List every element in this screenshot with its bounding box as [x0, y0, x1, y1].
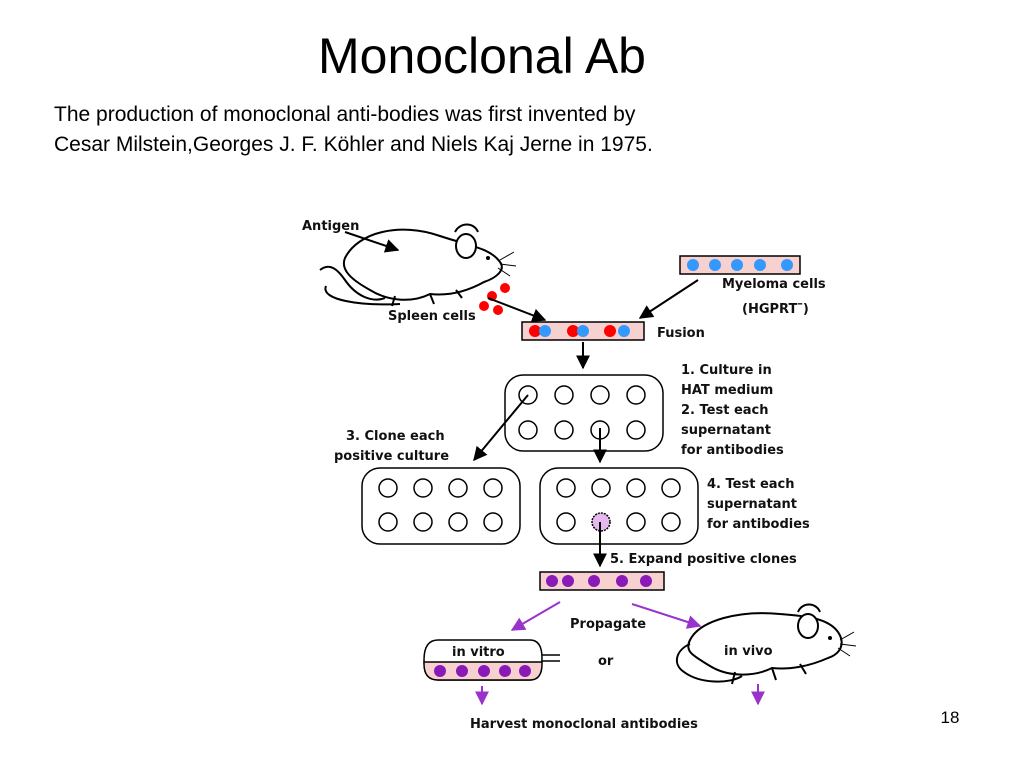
myeloma-tube: [679, 255, 801, 275]
mouse-icon: [319, 223, 517, 307]
step-3-text: 3. Clone each positive culture: [334, 429, 449, 464]
in-vivo-label: in vivo: [724, 644, 773, 659]
in-vitro-label: in vitro: [452, 645, 505, 660]
propagate-label: Propagate: [570, 617, 646, 632]
in-vitro-flask: [423, 639, 560, 681]
step-4-text: 4. Test each supernatant for antibodies: [707, 477, 810, 532]
spleen-cells-label: Spleen cells: [388, 309, 476, 324]
fusion-label: Fusion: [657, 326, 705, 341]
step-1-text: 1. Culture in HAT medium: [681, 363, 776, 398]
intro-line-2: Cesar Milstein,Georges J. F. Köhler and …: [54, 133, 653, 156]
or-label: or: [598, 654, 614, 669]
fusion-tube: [521, 321, 645, 341]
antigen-label: Antigen: [302, 219, 359, 234]
mouse-icon: [675, 603, 857, 685]
slide-title: Monoclonal Ab: [317, 28, 646, 84]
step-5-text: 5. Expand positive clones: [610, 552, 797, 567]
intro-line-1: The production of monoclonal anti-bodies…: [54, 103, 636, 126]
expand-tube: [539, 571, 665, 591]
page-number: 18: [940, 708, 960, 727]
harvest-label: Harvest monoclonal antibodies: [470, 717, 698, 732]
clone-plate: [361, 467, 521, 545]
myeloma-cells-label: Myeloma cells: [722, 277, 826, 292]
culture-plate: [504, 374, 664, 452]
test-plate: [539, 467, 699, 545]
step-2-text: 2. Test each supernatant for antibodies: [681, 403, 784, 458]
intro-text: The production of monoclonal anti-bodies…: [54, 100, 954, 160]
hgprt-label: (HGPRT–): [742, 297, 809, 317]
